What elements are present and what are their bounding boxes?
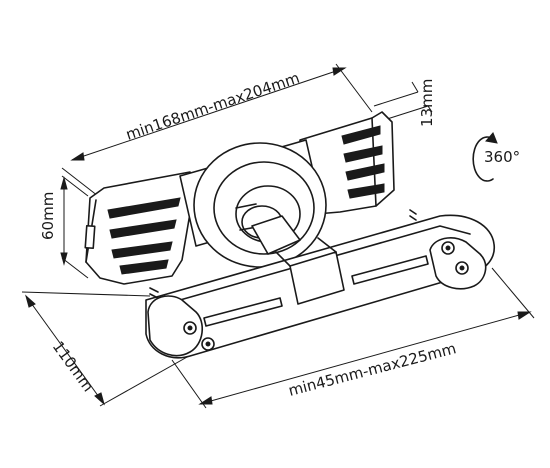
rotation-label: 360° (484, 148, 520, 166)
width-range-label: min168mm-max204mm (124, 69, 302, 144)
height-dimension: 60mm (39, 175, 89, 279)
grip-depth-dimension: 13mm (373, 79, 436, 127)
grip-depth-label: 13mm (418, 79, 436, 127)
height-label: 60mm (39, 192, 57, 240)
rotate-arrow-icon (472, 132, 498, 182)
rotation-indicator: 360° (472, 132, 520, 182)
depth-label: 110mm (49, 338, 98, 395)
post-range-label: min45mm-max225mm (286, 339, 458, 400)
tablet-clamp (84, 111, 395, 285)
left-hook (147, 295, 203, 357)
center-block (289, 251, 345, 305)
headrest-bar (145, 209, 495, 359)
